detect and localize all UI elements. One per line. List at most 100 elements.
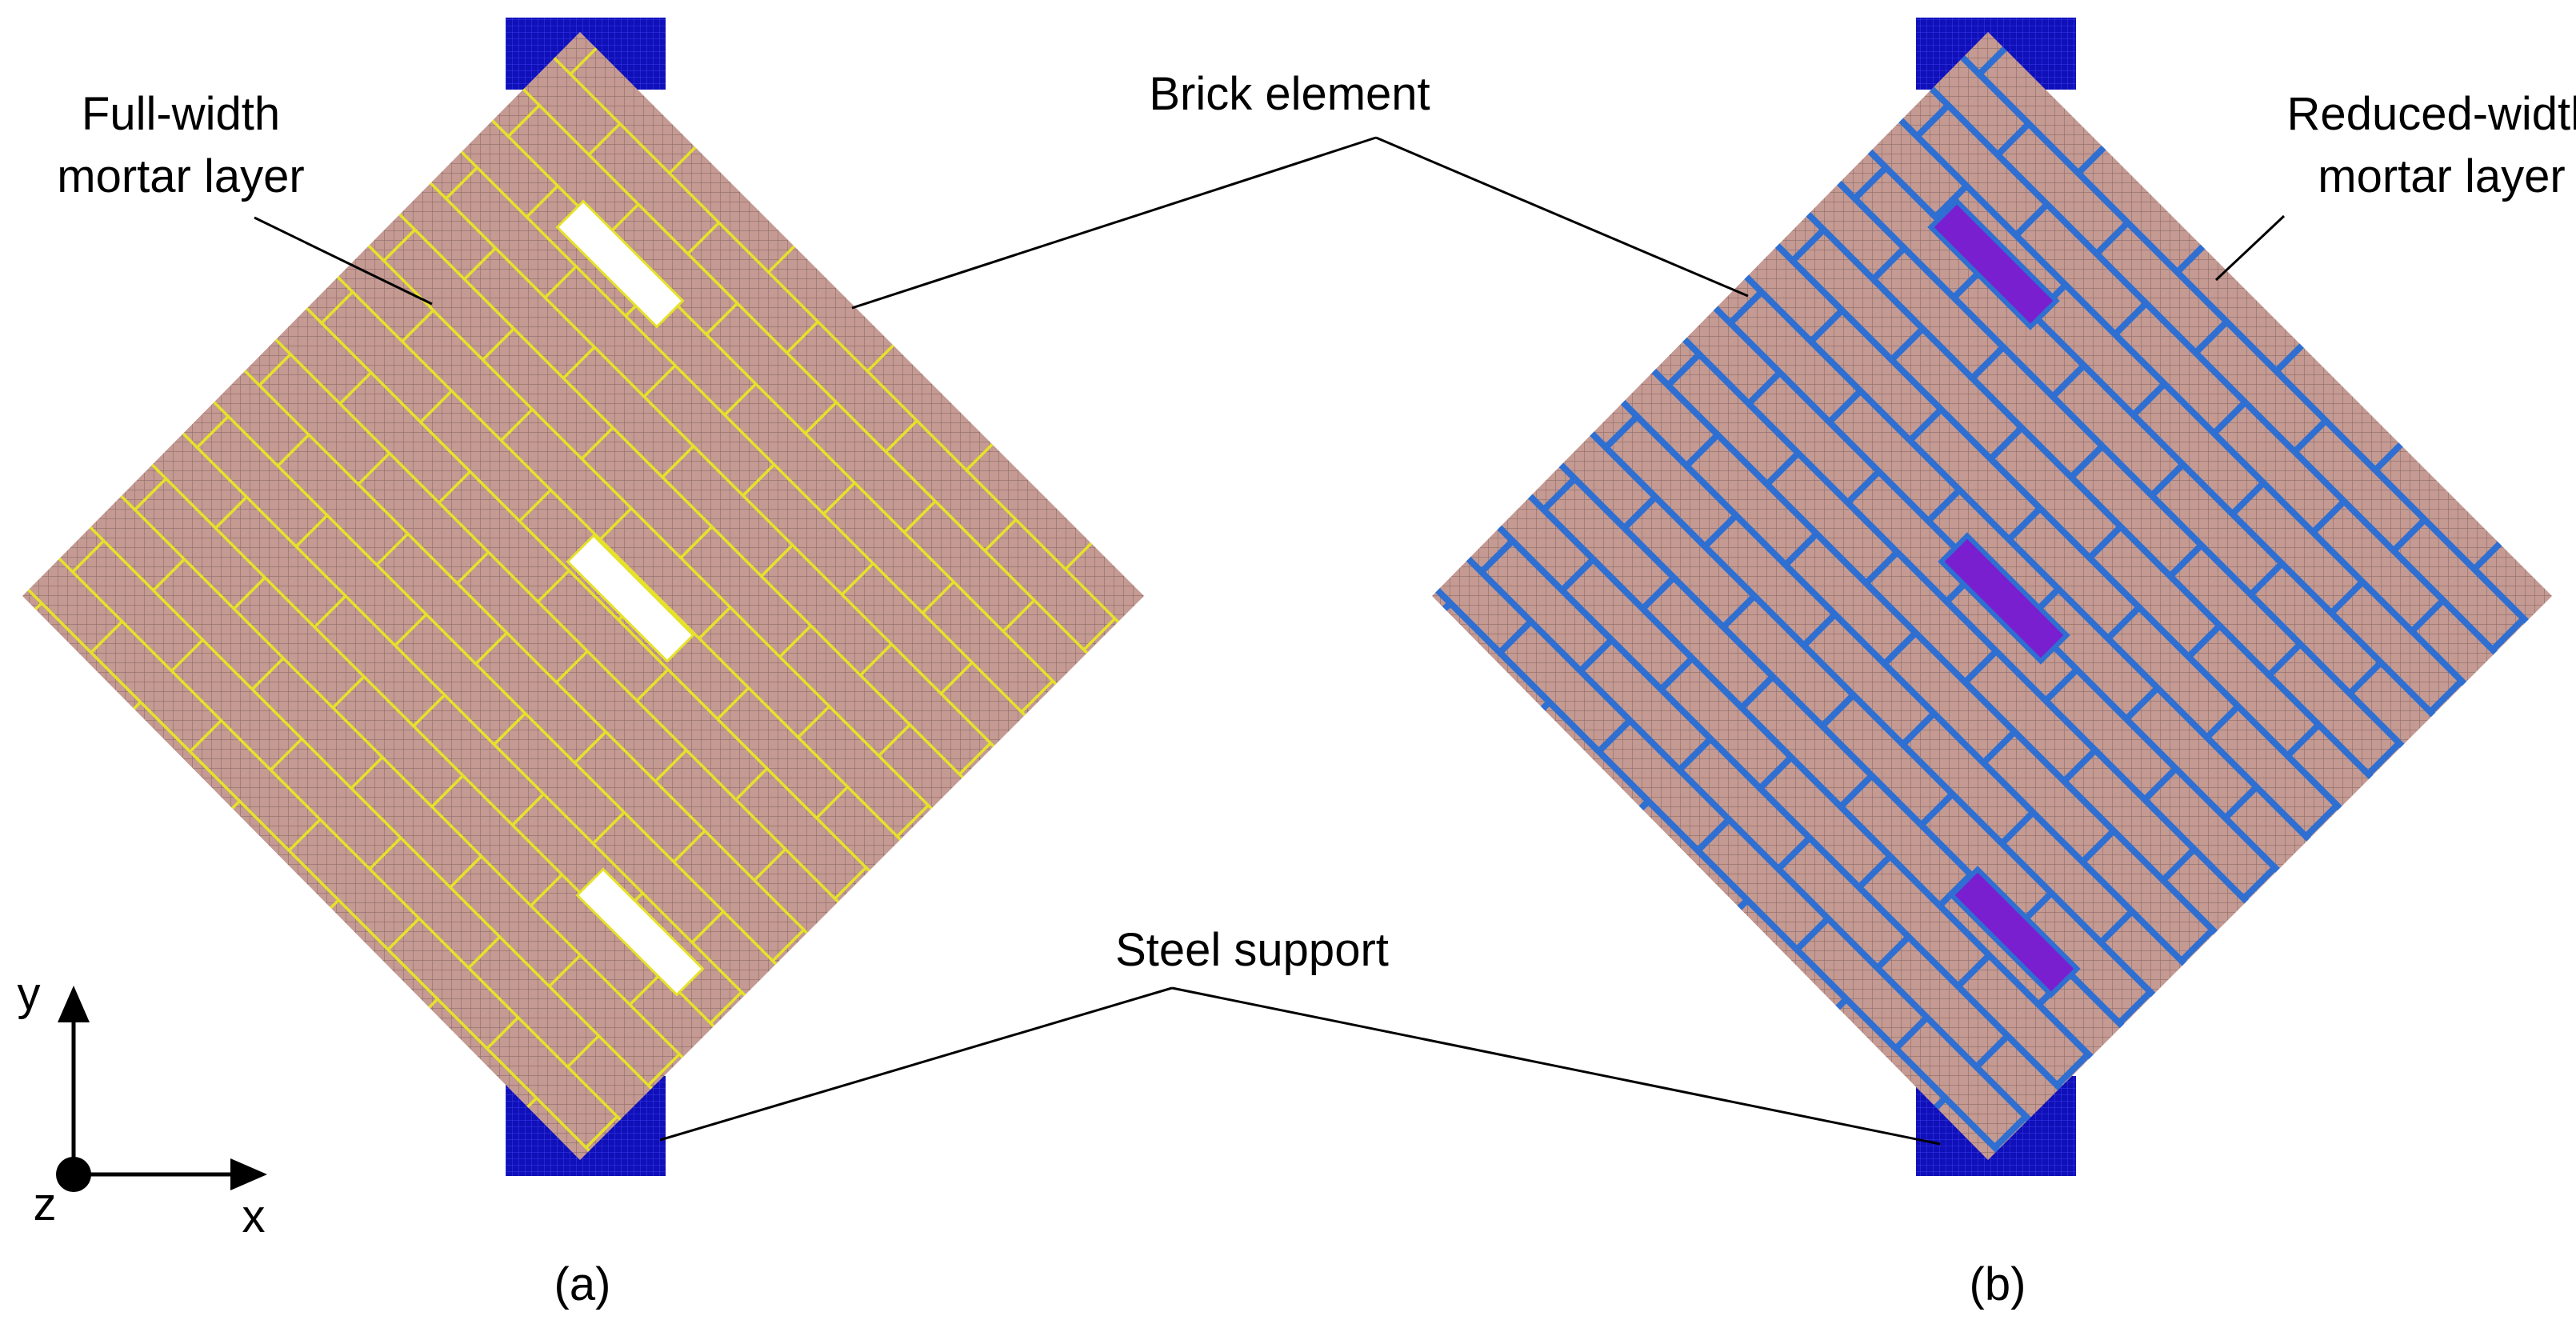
head-joint bbox=[1962, 649, 1999, 685]
bed-joint bbox=[364, 179, 1000, 815]
head-joint bbox=[797, 705, 830, 739]
head-joint bbox=[2161, 846, 2197, 883]
head-joint bbox=[526, 185, 559, 218]
bed-joint bbox=[1432, 520, 2068, 1158]
head-joint bbox=[456, 550, 490, 585]
head-joint bbox=[1933, 183, 1970, 220]
bed-joint bbox=[519, 32, 1144, 660]
head-joint bbox=[1926, 487, 1962, 524]
head-joint bbox=[394, 613, 428, 647]
head-joint bbox=[2142, 766, 2178, 802]
bed-joint bbox=[22, 552, 627, 1160]
head-joint bbox=[1831, 1077, 1867, 1114]
opening-a-3 bbox=[575, 867, 705, 997]
head-joint bbox=[771, 928, 806, 962]
head-joint bbox=[804, 401, 838, 434]
head-joint bbox=[690, 910, 725, 944]
head-joint bbox=[463, 246, 497, 281]
bed-joint bbox=[209, 334, 845, 970]
head-joint bbox=[1522, 395, 1559, 432]
leader-steel-b bbox=[1171, 986, 1941, 1146]
head-joint bbox=[2222, 784, 2259, 821]
opening-a-2 bbox=[566, 534, 695, 663]
head-joint bbox=[2186, 623, 2222, 659]
head-joint bbox=[1622, 494, 1658, 530]
head-joint bbox=[1541, 476, 1578, 512]
head-joint bbox=[306, 898, 340, 933]
bed-joint bbox=[178, 366, 814, 1002]
head-joint bbox=[723, 382, 757, 416]
head-joint bbox=[430, 774, 464, 808]
head-joint bbox=[1435, 681, 1471, 718]
head-joint bbox=[1146, 557, 1178, 588]
head-joint bbox=[760, 544, 794, 578]
head-joint bbox=[482, 327, 515, 362]
head-joint bbox=[629, 972, 662, 1006]
head-joint bbox=[1988, 425, 2024, 462]
head-joint bbox=[2354, 356, 2390, 392]
head-joint bbox=[1900, 710, 1937, 747]
head-joint bbox=[1826, 388, 1863, 425]
head-joint bbox=[1497, 618, 1534, 655]
head-joint bbox=[598, 507, 633, 541]
head-joint bbox=[1808, 308, 1845, 344]
leader-brick-b bbox=[1375, 136, 1749, 298]
leader-steel-a bbox=[659, 986, 1173, 1142]
head-joint bbox=[679, 526, 714, 559]
head-joint bbox=[445, 166, 478, 200]
leader-full-width bbox=[254, 216, 433, 306]
head-joint bbox=[834, 866, 867, 900]
head-joint bbox=[2006, 506, 2042, 542]
head-joint bbox=[53, 459, 86, 493]
head-joint bbox=[734, 767, 769, 801]
bed-joint bbox=[1585, 364, 2224, 1003]
head-joint bbox=[189, 719, 222, 753]
head-joint bbox=[2230, 480, 2266, 517]
head-joint bbox=[1874, 934, 1911, 970]
head-joint bbox=[2266, 642, 2303, 678]
head-joint bbox=[500, 408, 534, 442]
head-joint bbox=[2241, 865, 2278, 902]
head-joint bbox=[749, 159, 782, 193]
head-joint bbox=[2094, 220, 2130, 257]
head-joint bbox=[350, 756, 384, 790]
bed-joint bbox=[1802, 146, 2442, 786]
head-joint bbox=[2453, 454, 2490, 491]
head-joint bbox=[2248, 561, 2285, 598]
head-joint bbox=[530, 874, 563, 907]
head-joint bbox=[1857, 854, 1893, 890]
head-joint bbox=[467, 935, 501, 970]
head-joint bbox=[2149, 462, 2186, 498]
head-joint bbox=[635, 668, 670, 702]
head-joint bbox=[2410, 598, 2446, 634]
head-joint bbox=[1684, 432, 1720, 469]
head-joint bbox=[22, 602, 43, 635]
head-joint bbox=[251, 657, 285, 690]
head-joint bbox=[544, 265, 578, 299]
head-joint bbox=[903, 500, 937, 534]
bed-joint bbox=[426, 117, 1062, 753]
head-joint bbox=[1714, 898, 1750, 934]
head-joint bbox=[313, 594, 347, 629]
head-joint bbox=[2014, 202, 2050, 238]
head-joint bbox=[486, 1016, 519, 1050]
head-joint bbox=[1771, 146, 1808, 183]
head-joint bbox=[1534, 780, 1570, 817]
leader-reduced-width bbox=[2214, 214, 2286, 282]
head-joint bbox=[1677, 736, 1714, 773]
bed-joint bbox=[1491, 458, 2130, 1097]
head-joint bbox=[338, 371, 373, 405]
head-joint bbox=[1666, 351, 1702, 388]
head-joint bbox=[642, 364, 677, 398]
head-joint bbox=[1461, 458, 1497, 494]
head-joint bbox=[270, 738, 303, 771]
head-joint bbox=[2167, 542, 2204, 579]
head-joint bbox=[709, 990, 743, 1025]
head-joint bbox=[1585, 333, 1622, 370]
head-joint bbox=[518, 489, 552, 522]
head-joint bbox=[226, 880, 259, 914]
head-joint bbox=[214, 496, 248, 530]
head-joint bbox=[401, 309, 434, 343]
head-joint bbox=[368, 837, 402, 870]
